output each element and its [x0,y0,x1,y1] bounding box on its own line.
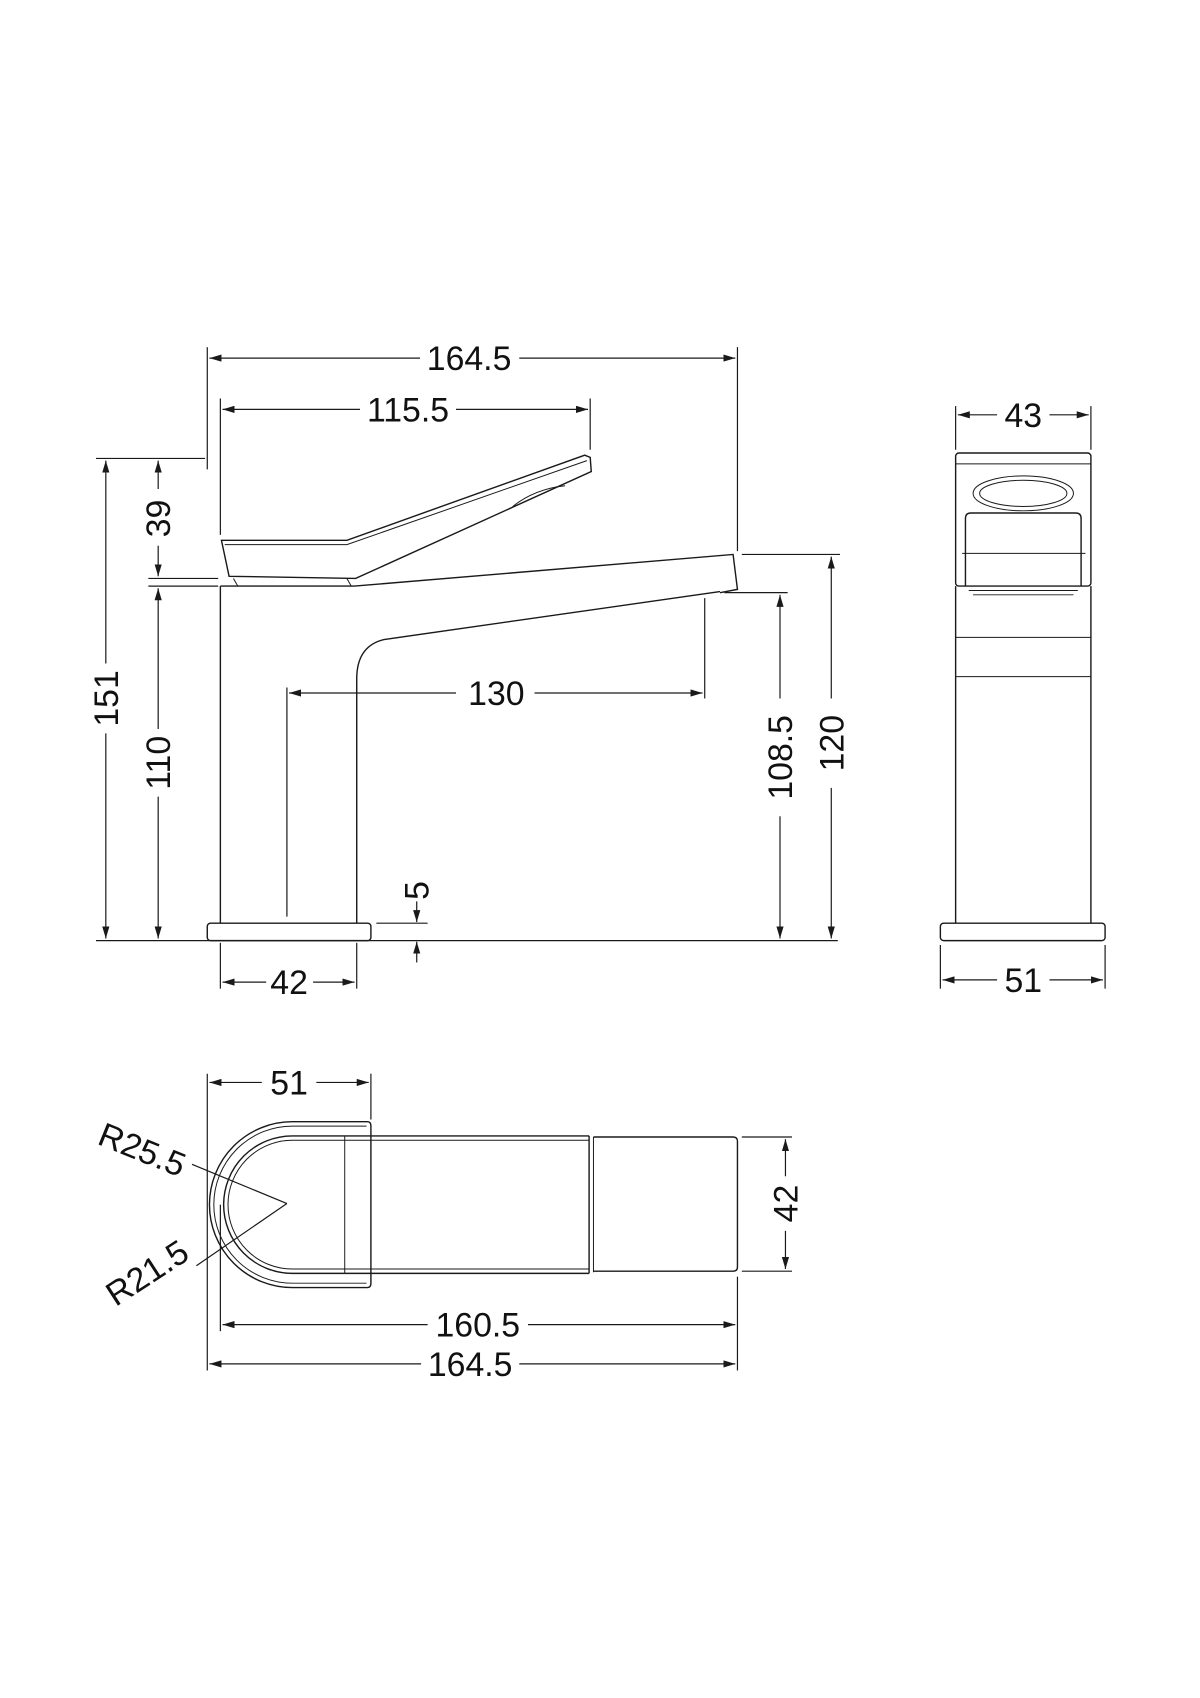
dim-inner-radius: R21.5 [99,1233,195,1314]
dim-lever-height: 39 [140,500,178,538]
dim-lever-length: 115.5 [367,391,449,429]
top-view: R25.5 R21.5 51 42 160.5 164.5 [93,1064,805,1383]
dim-overall-length: 164.5 [427,340,512,378]
side-view: 164.5 115.5 39 151 110 130 [88,340,851,1002]
dim-outlet-height: 108.5 [762,715,800,800]
dim-spout-reach: 130 [468,675,524,713]
dim-base-thickness: 5 [399,881,437,900]
dim-spout-width: 42 [767,1185,805,1223]
dim-front-width: 43 [1004,397,1042,435]
dim-spout-length: 160.5 [436,1307,521,1345]
dim-head-length: 51 [270,1064,308,1102]
tap-side-outline [206,454,739,942]
dim-spout-height: 120 [813,715,851,771]
tap-top-outline [208,1121,739,1289]
dim-outer-radius: R25.5 [93,1116,191,1185]
front-view: 43 51 [939,397,1106,1000]
tap-front-outline [939,452,1106,942]
dim-top-overall-length: 164.5 [428,1346,513,1384]
dim-body-height: 110 [140,736,178,790]
dim-base-width: 51 [1004,962,1042,1000]
dim-body-width: 42 [270,964,308,1002]
dim-total-height: 151 [88,670,126,726]
